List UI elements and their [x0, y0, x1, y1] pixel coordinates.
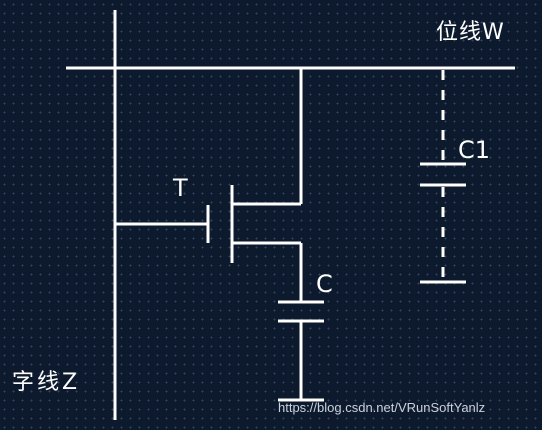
watermark-text: https://blog.csdn.net/VRunSoftYanlz [278, 400, 486, 415]
capacitor-c1-label: C1 [458, 136, 491, 164]
transistor-label: T [173, 174, 188, 202]
word-line-label: 字线Z [12, 370, 81, 395]
capacitor-c-label: C [316, 270, 333, 298]
bit-line-label: 位线W [436, 20, 505, 45]
